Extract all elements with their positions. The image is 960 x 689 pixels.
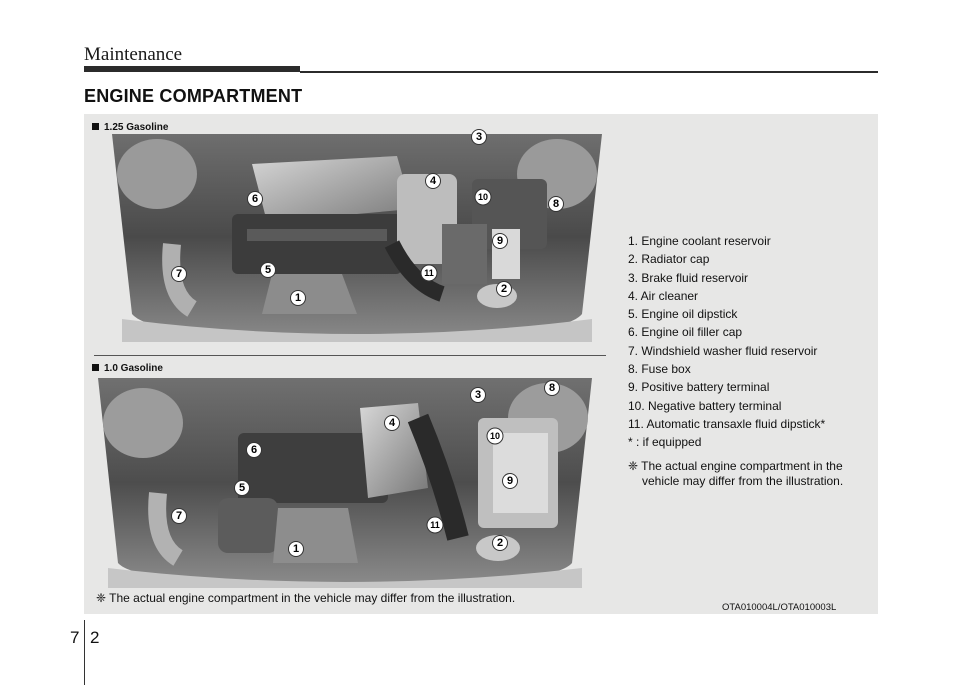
legend-item: 10. Negative battery terminal	[628, 398, 782, 413]
callout-8: 8	[544, 380, 560, 396]
svg-text:3: 3	[476, 131, 482, 143]
variant-label-1: 1.25 Gasoline	[92, 122, 168, 133]
variant-label-2: 1.0 Gasoline	[92, 363, 163, 374]
callout-2: 2	[496, 281, 512, 297]
svg-text:9: 9	[507, 475, 513, 487]
callout-9: 9	[492, 233, 508, 249]
legend-item: 6. Engine oil filler cap	[628, 325, 743, 340]
svg-text:6: 6	[252, 193, 258, 205]
svg-text:10: 10	[478, 192, 488, 202]
callout-2: 2	[492, 535, 508, 551]
header-title: Maintenance	[84, 44, 183, 65]
svg-text:6: 6	[251, 444, 257, 456]
section-title: ENGINE COMPARTMENT	[84, 86, 303, 106]
callout-6: 6	[247, 191, 263, 207]
legend-footnote: * : if equipped	[628, 435, 702, 450]
chapter-number: 7	[70, 628, 80, 647]
variant-divider	[94, 355, 606, 356]
legend-item: 5. Engine oil dipstick	[628, 307, 738, 322]
callout-4: 4	[384, 415, 400, 431]
page-number-rule	[84, 620, 85, 685]
callout-11: 11	[420, 264, 438, 282]
legend-item: 7. Windshield washer fluid reservoir	[628, 343, 818, 358]
legend-item: 2. Radiator cap	[628, 252, 710, 267]
svg-text:5: 5	[239, 482, 245, 494]
svg-text:4: 4	[430, 175, 437, 187]
callout-3: 3	[471, 129, 487, 145]
callout-7: 7	[171, 508, 187, 524]
svg-text:10: 10	[490, 431, 500, 441]
svg-text:2: 2	[497, 537, 503, 549]
variance-note: ❈ The actual engine compartment in the v…	[628, 459, 844, 488]
callout-6: 6	[246, 442, 262, 458]
svg-text:3: 3	[475, 389, 481, 401]
svg-text:7: 7	[176, 268, 182, 280]
svg-text:4: 4	[389, 417, 396, 429]
callout-4: 4	[425, 173, 441, 189]
svg-text:5: 5	[265, 264, 271, 276]
svg-text:8: 8	[549, 382, 555, 394]
svg-text:1: 1	[293, 543, 299, 555]
legend-item: 3. Brake fluid reservoir	[628, 270, 749, 285]
legend-item: 1. Engine coolant reservoir	[628, 234, 771, 248]
engine-photo-1-0	[98, 378, 592, 588]
callout-11: 11	[426, 516, 444, 534]
callout-3: 3	[470, 387, 486, 403]
bullet-square-icon	[92, 364, 99, 371]
callout-10: 10	[486, 427, 504, 445]
callout-5: 5	[260, 262, 276, 278]
header-rule-thick	[84, 66, 300, 72]
svg-text:7: 7	[176, 510, 182, 522]
callout-10: 10	[474, 188, 492, 206]
callout-8: 8	[548, 196, 564, 212]
legend-item: 9. Positive battery terminal	[628, 380, 770, 395]
legend-item: 4. Air cleaner	[628, 288, 699, 303]
variant-label-text: 1.0 Gasoline	[104, 363, 163, 374]
page-number: 2	[90, 628, 100, 647]
engine-photo-1-25	[112, 134, 602, 342]
svg-text:2: 2	[501, 283, 507, 295]
svg-text:11: 11	[430, 520, 440, 530]
bullet-square-icon	[92, 123, 99, 130]
callout-5: 5	[234, 480, 250, 496]
callout-9: 9	[502, 473, 518, 489]
component-legend: 1. Engine coolant reservoir 2. Radiator …	[628, 232, 825, 452]
svg-text:11: 11	[424, 268, 434, 278]
svg-text:8: 8	[553, 198, 559, 210]
svg-text:9: 9	[497, 235, 503, 247]
callout-7: 7	[171, 266, 187, 282]
variant-label-text: 1.25 Gasoline	[104, 122, 169, 133]
image-code: OTA010004L/OTA010003L	[722, 602, 837, 613]
header-rule-thin	[300, 71, 878, 73]
callout-1: 1	[290, 290, 306, 306]
svg-text:1: 1	[295, 292, 301, 304]
callout-1: 1	[288, 541, 304, 557]
legend-item: 8. Fuse box	[628, 362, 691, 377]
illustration-caption: ❈ The actual engine compartment in the v…	[96, 591, 516, 605]
legend-item: 11. Automatic transaxle fluid dipstick*	[628, 416, 826, 431]
